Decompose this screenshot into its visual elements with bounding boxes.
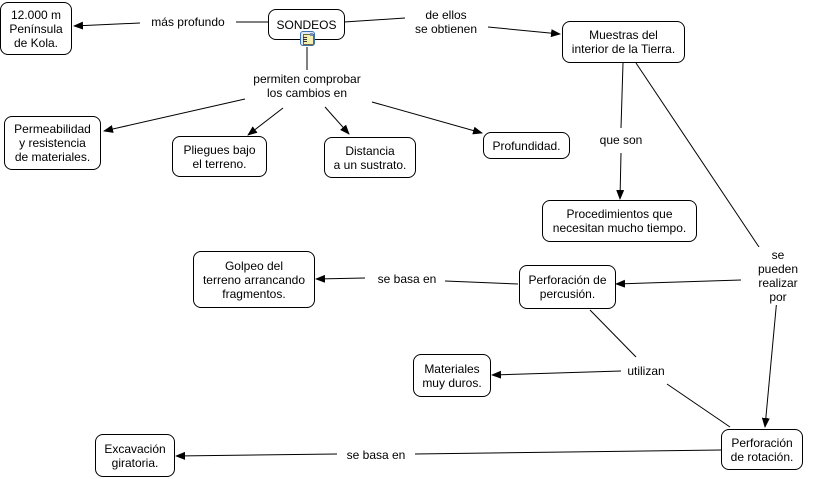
link-se-pueden-realizar-por[interactable]: se pueden realizar por	[754, 247, 802, 305]
link-que-son[interactable]: que son	[596, 132, 646, 148]
line-sepueden-percusion	[615, 279, 742, 288]
line-muestras-sepueden	[635, 62, 766, 257]
line-percusion-utilizan	[589, 309, 637, 358]
line-rotacion-sebasa	[414, 449, 722, 455]
document-image-icon[interactable]	[300, 31, 315, 46]
link-de-ellos-se-obtienen[interactable]: de ellos se obtienen	[411, 7, 481, 37]
line-sondeos-deellos	[343, 17, 406, 23]
line-permiten-pliegues	[247, 107, 284, 136]
line-deellos-muestras	[487, 26, 561, 38]
link-se-basa-en-rotacion[interactable]: se basa en	[343, 447, 409, 463]
concept-pliegues[interactable]: Pliegues bajo el terreno.	[172, 136, 267, 177]
doc-line	[303, 41, 307, 42]
line-permiten-distancia	[324, 106, 350, 135]
concept-materiales[interactable]: Materiales muy duros.	[413, 354, 491, 397]
concept-excavacion[interactable]: Excavación giratoria.	[95, 434, 175, 477]
line-sebasa-golpeo	[315, 274, 366, 283]
line-utilizan-materiales	[491, 370, 622, 379]
link-permiten-comprobar[interactable]: permiten comprobar los cambios en	[250, 71, 364, 101]
concept-rotacion[interactable]: Perforación de rotación.	[721, 429, 803, 470]
line-permiten-permeabilidad	[103, 98, 246, 133]
link-mas-profundo[interactable]: más profundo	[148, 14, 228, 30]
concept-profundidad[interactable]: Profundidad.	[483, 132, 570, 159]
line-queson-procedimientos	[616, 152, 625, 200]
line-sepueden-rotacion	[761, 297, 778, 428]
line-sebasa-excavacion	[175, 451, 338, 460]
line-rotacion-utilizan	[666, 383, 731, 428]
concept-kola[interactable]: 12.000 m Península de Kola.	[0, 2, 72, 55]
line-percusion-sebasa	[444, 280, 519, 285]
concept-distancia[interactable]: Distancia a un sustrato.	[324, 137, 416, 178]
concept-muestras[interactable]: Muestras del interior de la Tierra.	[562, 21, 685, 63]
line-permiten-profundidad	[371, 101, 483, 135]
doc-line	[303, 39, 307, 40]
line-muestras-queson	[620, 62, 624, 129]
concept-permeabilidad[interactable]: Permeabilidad y resistencia de materiale…	[4, 116, 101, 170]
line-masprofundo-kola	[73, 21, 141, 30]
link-utilizan[interactable]: utilizan	[624, 363, 668, 379]
doc-picture	[310, 33, 313, 36]
concept-percusion[interactable]: Perforación de percusión.	[519, 265, 616, 309]
doc-line	[303, 37, 307, 38]
concept-golpeo[interactable]: Golpeo del terreno arrancando fragmentos…	[193, 251, 315, 308]
concept-procedimientos[interactable]: Procedimientos que necesitan mucho tiemp…	[542, 200, 697, 242]
link-se-basa-en-percusion[interactable]: se basa en	[374, 271, 440, 287]
